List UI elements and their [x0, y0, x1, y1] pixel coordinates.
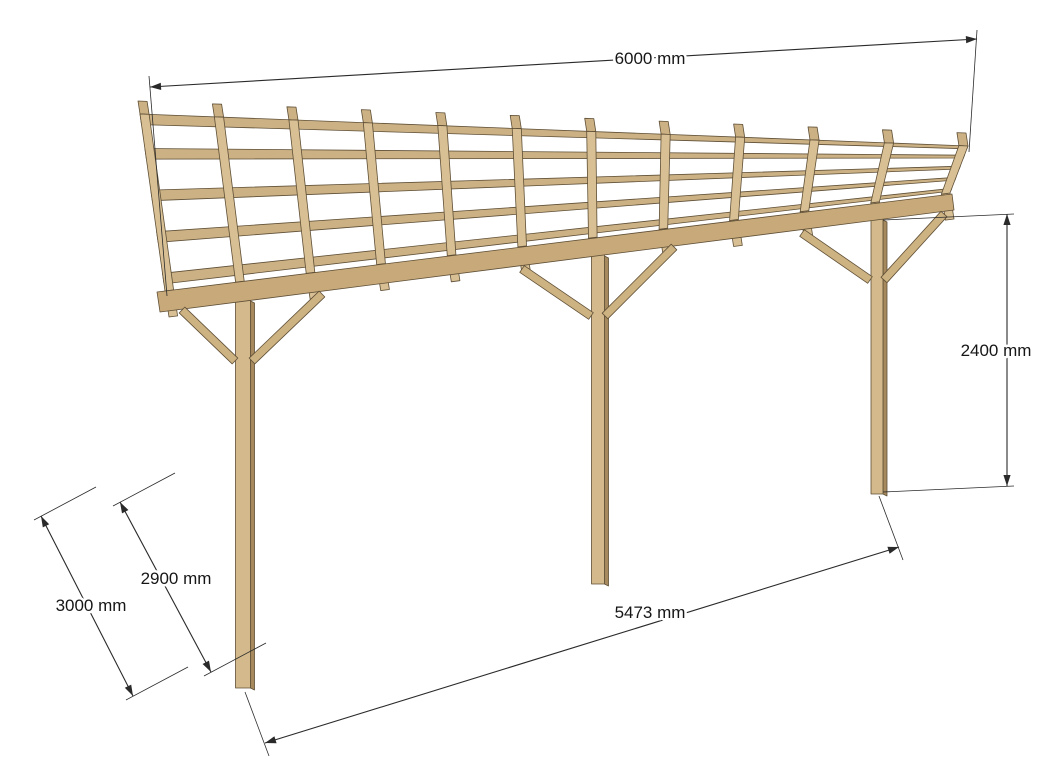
extension-line — [878, 495, 904, 561]
post — [870, 217, 884, 495]
dimension-label-height: 2400 mm — [961, 341, 1032, 360]
rafter-end — [137, 100, 150, 115]
rafter-end — [733, 123, 746, 138]
post — [235, 298, 251, 689]
extension-line — [112, 472, 176, 507]
rafter-end — [807, 126, 820, 141]
knee-brace — [178, 306, 239, 365]
dimension-label-inner-depth: 2900 mm — [141, 569, 212, 588]
arrowhead — [887, 546, 899, 554]
roof-purlin — [150, 165, 961, 202]
arrowhead — [265, 736, 277, 744]
knee-brace — [601, 243, 678, 320]
rafter-end — [211, 103, 225, 118]
rafter-end — [509, 115, 522, 130]
dimension-label-length: 6000 mm — [615, 49, 686, 68]
dimension-line — [119, 501, 212, 673]
extension-line — [148, 75, 168, 297]
extension-line — [968, 29, 978, 153]
front-beam — [156, 193, 955, 313]
extension-line — [882, 213, 1015, 221]
dimension-label-depth: 3000 mm — [56, 596, 127, 615]
knee-brace — [880, 210, 948, 284]
post — [591, 253, 605, 585]
roof-purlin — [144, 148, 965, 160]
extension-line — [244, 691, 270, 757]
dimension-lines — [33, 29, 1015, 757]
extension-line — [33, 486, 97, 521]
arrowhead — [202, 660, 211, 672]
extension-line — [125, 666, 189, 701]
arrowhead — [1003, 214, 1011, 225]
roof-rafter — [729, 136, 746, 221]
roof-rafter — [511, 127, 527, 248]
arrowhead — [120, 502, 129, 514]
roof-rafter — [586, 130, 598, 239]
arrowhead — [150, 82, 162, 90]
extension-line — [882, 485, 1015, 493]
rafter-end — [360, 109, 373, 124]
roof-rafter — [362, 122, 386, 266]
arrowhead — [965, 36, 977, 44]
knee-brace — [519, 265, 594, 320]
roof-rafter — [941, 145, 969, 195]
rafter-end — [286, 106, 299, 121]
roof-rafter — [437, 125, 457, 257]
post-side — [882, 219, 888, 497]
pergola-structure — [137, 100, 969, 691]
roof-purlin — [139, 113, 969, 150]
knee-brace — [248, 290, 326, 365]
dimension-line — [40, 515, 134, 697]
dimension-label-post-span: 5473 mm — [615, 603, 686, 622]
roof-rafter — [658, 133, 671, 230]
dimension-labels: 6000 mm 2400 mm 2900 mm 3000 mm 5473 mm — [53, 47, 1034, 625]
extension-line — [203, 642, 267, 677]
post-side — [604, 255, 609, 587]
rafter-end — [435, 112, 448, 127]
roof-rafter — [213, 116, 245, 283]
roof-rafter — [870, 142, 894, 204]
knee-brace — [799, 229, 873, 284]
roof-purlin — [162, 187, 953, 285]
rafter-end — [882, 129, 894, 144]
dimension-line — [149, 38, 978, 88]
roof-rafter — [799, 139, 820, 213]
roof-rafter — [288, 119, 316, 274]
dimension-line — [264, 546, 900, 744]
rafter-end — [658, 120, 671, 135]
rafter-end — [956, 132, 969, 147]
arrowhead — [1003, 475, 1011, 486]
arrowhead — [41, 516, 50, 528]
roof-rafter — [139, 113, 175, 292]
rafter-end — [584, 117, 597, 133]
arrowhead — [124, 684, 133, 696]
